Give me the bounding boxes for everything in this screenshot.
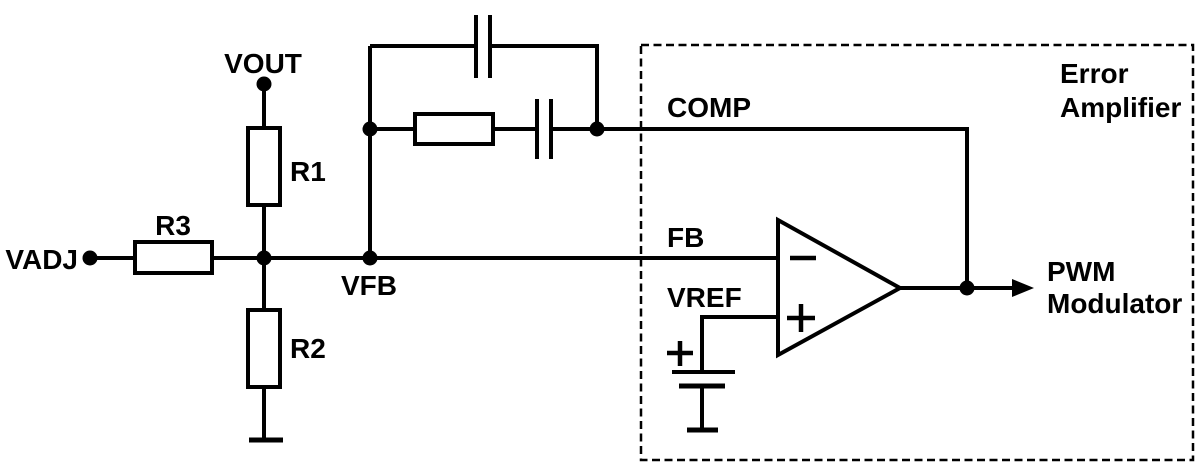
vref-pin-label: VREF — [667, 282, 742, 313]
pwm-modulator-label: PWM Modulator — [1047, 256, 1182, 319]
series-feedback-capacitor — [535, 99, 553, 159]
r3-resistor — [133, 240, 214, 275]
vfb-label: VFB — [341, 270, 397, 301]
vadj-terminal-dot — [82, 250, 98, 266]
feedback-resistor — [413, 112, 495, 146]
vref-wire — [700, 315, 778, 370]
pwm-modulator-label-line2: Modulator — [1047, 288, 1182, 319]
vfb-junction-dot — [362, 250, 378, 266]
r1-label: R1 — [290, 156, 326, 187]
error-amplifier-title-line2: Amplifier — [1060, 92, 1181, 123]
vref-battery — [667, 341, 735, 389]
error-amplifier-dashed-box — [639, 43, 1195, 462]
error-amplifier-title: Error Amplifier — [1060, 58, 1181, 123]
r2-resistor — [246, 308, 282, 389]
vout-terminal-dot — [256, 76, 272, 92]
vout-label: VOUT — [224, 48, 302, 79]
opamp-triangle — [776, 216, 905, 359]
opamp-plus-icon — [787, 304, 815, 332]
comp-wire — [597, 127, 969, 288]
compensation-right-junction-dot — [589, 121, 605, 137]
fb-pin-label: FB — [667, 222, 704, 253]
r2-label: R2 — [290, 333, 326, 364]
r3-label: R3 — [155, 210, 191, 241]
r1-resistor — [246, 126, 282, 207]
top-feedback-capacitor — [474, 15, 492, 78]
output-arrow-icon — [1012, 279, 1034, 297]
comp-pin-label: COMP — [667, 92, 751, 123]
output-junction-dot — [959, 280, 975, 296]
error-amplifier-title-line1: Error — [1060, 58, 1129, 89]
top-cap-right-wire — [490, 44, 599, 129]
divider-junction-dot — [256, 250, 272, 266]
pwm-modulator-label-line1: PWM — [1047, 256, 1115, 287]
compensation-left-junction-dot — [362, 121, 378, 137]
vadj-label: VADJ — [5, 244, 78, 275]
battery-plus-icon — [667, 341, 693, 366]
